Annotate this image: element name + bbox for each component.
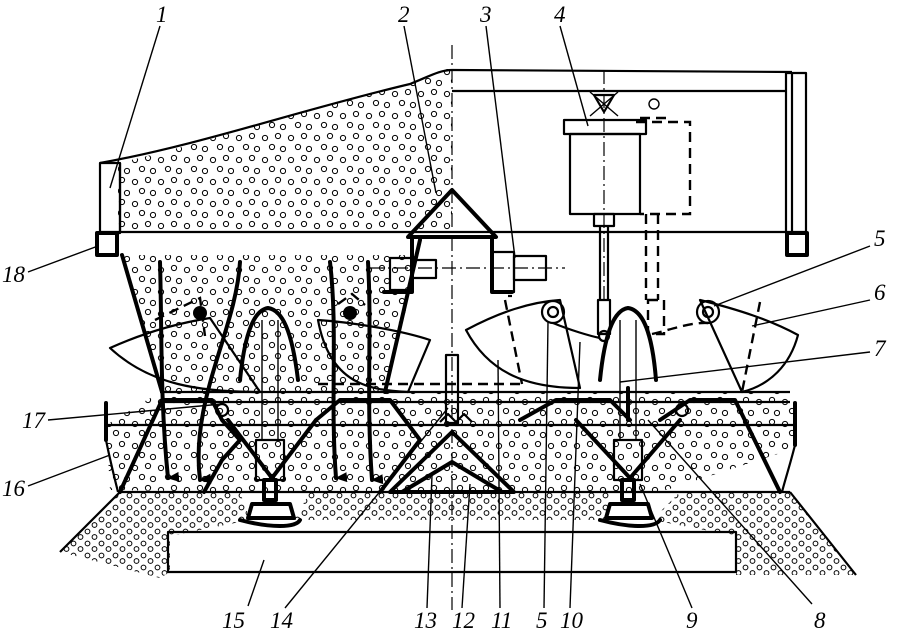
mid-gate-pivot [343, 306, 357, 320]
callout-17: 17 [22, 408, 47, 433]
left-rail-unit [238, 306, 300, 520]
ballast-right-mound [652, 492, 856, 575]
lever-10-alternate [651, 321, 709, 336]
callout-5-lower: 5 [536, 608, 548, 633]
ballast-in-hopper [118, 68, 452, 232]
leader-lines [27, 25, 871, 609]
lever-10 [552, 321, 601, 340]
left-frame-block [95, 231, 119, 257]
drive-motor [562, 91, 648, 343]
tray-ballast [106, 392, 796, 492]
hopper-funnel-right [383, 238, 422, 394]
callout-11: 11 [491, 608, 512, 633]
callout-18: 18 [2, 262, 26, 287]
sleeper-15 [166, 530, 738, 574]
callout-14: 14 [270, 608, 293, 633]
ballast-flow-arrows [158, 260, 384, 485]
track-ballast [59, 490, 857, 578]
callout-4: 4 [554, 2, 566, 27]
callout-2: 2 [398, 2, 410, 27]
callout-8: 8 [814, 608, 826, 633]
ballast-center-mound [294, 492, 610, 520]
callout-1: 1 [156, 2, 168, 27]
callout-9: 9 [686, 608, 698, 633]
callout-5-upper: 5 [874, 226, 886, 251]
hopper-funnel-left [120, 253, 164, 394]
ballast-surface-line [99, 68, 793, 165]
callout-10: 10 [560, 608, 584, 633]
callout-labels: 1 2 3 4 5 6 7 8 9 10 5 11 12 13 14 15 16… [2, 2, 887, 633]
hopper-body [95, 68, 809, 394]
gearbox [388, 250, 548, 298]
hopper-right-wall [784, 71, 808, 235]
callout-12: 12 [452, 608, 475, 633]
hopper-funnel-ballast [122, 255, 420, 392]
right-frame-block [785, 231, 809, 257]
right-gate [464, 298, 800, 394]
callout-7: 7 [874, 336, 887, 361]
callout-13: 13 [414, 608, 437, 633]
ballast-left-mound [60, 492, 250, 578]
hopper-left-wall [98, 161, 122, 235]
callout-6: 6 [874, 280, 886, 305]
callout-3: 3 [479, 2, 492, 27]
left-gate-pivot [193, 306, 207, 320]
center-shaft [444, 353, 460, 425]
callout-16: 16 [2, 476, 26, 501]
right-shaft-17 [674, 402, 690, 418]
callout-15: 15 [222, 608, 245, 633]
